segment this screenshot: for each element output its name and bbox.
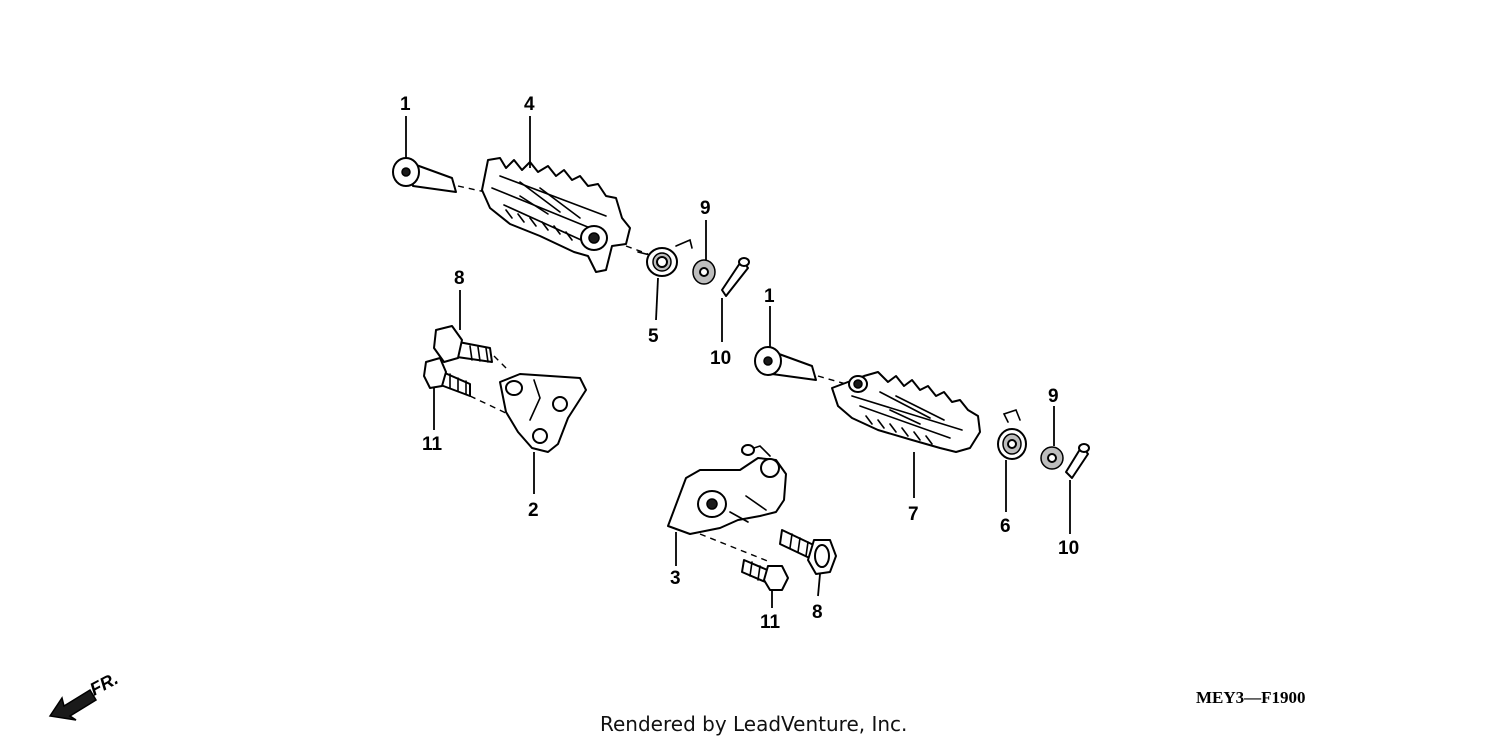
callout-labels: 1 4 9 8 5 10 1 11 2 9 7 6 10 3 11 8: [400, 94, 1079, 633]
callout-11-left: 11: [422, 434, 443, 455]
footpeg-4[interactable]: [481, 157, 649, 273]
front-direction-indicator: FR.: [48, 668, 121, 721]
callout-1-lower: 1: [764, 286, 775, 307]
pin-1-upper[interactable]: [392, 157, 491, 194]
callout-8-upper: 8: [454, 268, 465, 289]
callout-6: 6: [1000, 516, 1011, 537]
spring-5[interactable]: [637, 238, 693, 277]
callout-5: 5: [648, 326, 659, 347]
diagram-code: MEY3—F1900: [1196, 688, 1306, 707]
bolt-8-upper[interactable]: [433, 325, 509, 371]
footpeg-7[interactable]: [831, 371, 981, 453]
bracket-2[interactable]: [499, 373, 587, 453]
washer-9-lower[interactable]: [1040, 446, 1064, 470]
callout-11-lower: 11: [760, 612, 781, 633]
render-credit: Rendered by LeadVenture, Inc.: [600, 712, 907, 736]
arrow-down-left-icon: [48, 688, 98, 721]
callout-10-lower: 10: [1058, 538, 1079, 559]
bracket-3[interactable]: [667, 444, 787, 563]
bolt-11-lower[interactable]: [741, 559, 789, 591]
callout-7: 7: [908, 504, 919, 525]
callout-9-lower: 9: [1048, 386, 1059, 407]
callout-2: 2: [528, 500, 539, 521]
spring-6[interactable]: [997, 409, 1027, 460]
callout-1-upper: 1: [400, 94, 411, 115]
cotter-pin-10-upper[interactable]: [721, 257, 750, 297]
leader-lines: [405, 116, 1071, 608]
cotter-pin-10-lower[interactable]: [1065, 443, 1090, 479]
bolt-8-lower[interactable]: [779, 529, 837, 575]
bolt-11-left[interactable]: [423, 357, 509, 415]
callout-3: 3: [670, 568, 681, 589]
callout-8-lower: 8: [812, 602, 823, 623]
callout-4: 4: [524, 94, 535, 115]
callout-9-upper: 9: [700, 198, 711, 219]
washer-9-upper[interactable]: [692, 259, 716, 285]
pin-1-lower[interactable]: [754, 346, 847, 385]
callout-10-upper: 10: [710, 348, 731, 369]
